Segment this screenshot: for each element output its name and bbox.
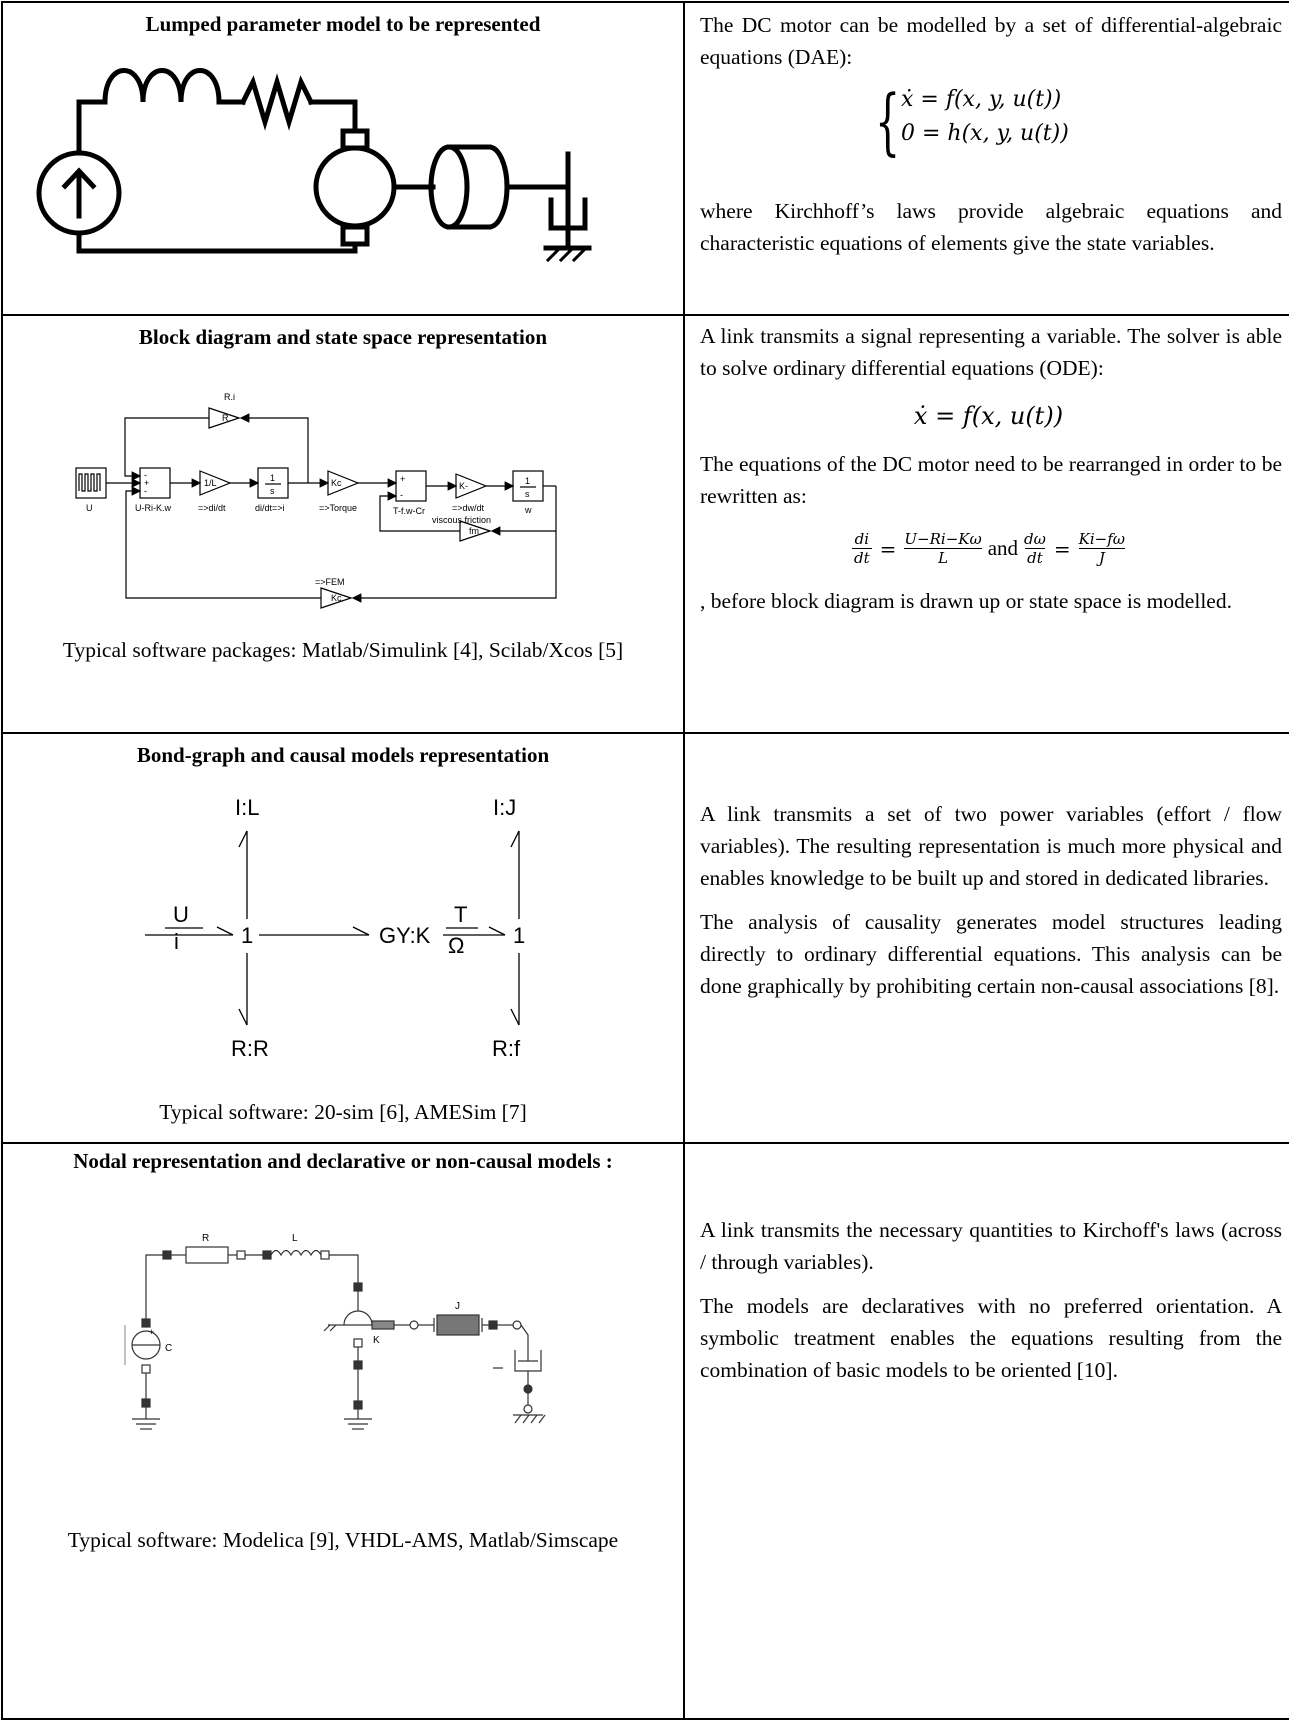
viscous-label: viscous friction bbox=[432, 515, 491, 525]
resistor-icon bbox=[239, 73, 315, 131]
bond-graph-figure: I:L I:J R:R R:f U i 1 GY:K T Ω 1 bbox=[145, 795, 525, 1061]
cell-block-figure: Block diagram and state space representa… bbox=[1, 314, 685, 734]
integ2-num: 1 bbox=[525, 476, 530, 486]
bond-rr: R:R bbox=[231, 1036, 269, 1061]
brace: { bbox=[875, 79, 901, 163]
cell-lumped-text: The DC motor can be modelled by a set of… bbox=[683, 1, 1289, 316]
inductor-l-icon bbox=[270, 1249, 322, 1257]
row-title: Nodal representation and declarative or … bbox=[73, 1149, 613, 1173]
gain-k bbox=[455, 473, 488, 499]
gain-kc bbox=[327, 470, 360, 496]
motor-k-icon bbox=[343, 1310, 373, 1326]
kc-label: Kc bbox=[331, 478, 342, 488]
inertia-j-icon bbox=[436, 1314, 480, 1336]
dae-equation-2: 0 = h(x, y, u(t)) bbox=[901, 121, 1069, 146]
row-title: Block diagram and state space representa… bbox=[138, 325, 548, 349]
dae-system: { ẋ = f(x, y, u(t)) 0 = h(x, y, u(t)) bbox=[875, 81, 1289, 181]
cell-block-text: A link transmits a signal representing a… bbox=[683, 314, 1289, 734]
integ1-num: 1 bbox=[270, 473, 275, 483]
ode-equation: ẋ = f(x, u(t)) bbox=[913, 402, 1064, 430]
rearrange-text: The equations of the DC motor need to be… bbox=[700, 452, 1282, 508]
resistor-r-icon bbox=[185, 1246, 229, 1264]
row-block-diagram: Block diagram and state space representa… bbox=[1, 314, 1289, 734]
gain-1-over-l bbox=[199, 470, 232, 496]
svg-text:+: + bbox=[400, 474, 405, 484]
row-bond-graph: Bond-graph and causal models representat… bbox=[1, 732, 1289, 1144]
intro-text: The DC motor can be modelled by a set of… bbox=[700, 13, 1282, 69]
svg-text:-: - bbox=[144, 470, 147, 480]
nodal-r-label: R bbox=[202, 1233, 209, 1244]
row-nodal: Nodal representation and declarative or … bbox=[1, 1142, 1289, 1720]
block-caption: Typical software packages: Matlab/Simuli… bbox=[62, 638, 624, 662]
integ1-out-label: di/dt=>i bbox=[255, 503, 285, 513]
nodal-plus-label: + bbox=[149, 1327, 154, 1337]
cell-lumped-figure: Lumped parameter model to be represented bbox=[1, 1, 685, 316]
motor-icon bbox=[313, 145, 397, 229]
fm-label: fm bbox=[469, 526, 479, 536]
row-lumped: Lumped parameter model to be represented bbox=[1, 1, 1289, 316]
sum2-label: T-f.w-Cr bbox=[393, 506, 425, 516]
cell-nodal-figure: Nodal representation and declarative or … bbox=[1, 1142, 685, 1720]
nodal-para-2: The models are declaratives with no pref… bbox=[700, 1294, 1282, 1382]
dae-equation-1: ẋ = f(x, y, u(t)) bbox=[901, 87, 1062, 112]
inertia-icon bbox=[428, 144, 470, 230]
nodal-caption: Typical software: Modelica [9], VHDL-AMS… bbox=[67, 1528, 619, 1552]
bond-i: i bbox=[174, 929, 179, 954]
integ1-den: s bbox=[270, 486, 275, 496]
gain-1l-label: 1/L bbox=[204, 478, 217, 488]
sum1-label: U-Ri-K.w bbox=[135, 503, 171, 513]
r-feedback-label: R.i bbox=[224, 392, 235, 402]
ode-intro: A link transmits a signal representing a… bbox=[700, 324, 1282, 380]
bond-omega: Ω bbox=[448, 933, 464, 958]
source-label: U bbox=[86, 503, 93, 513]
svg-text:-: - bbox=[400, 490, 403, 500]
bond-one-2: 1 bbox=[513, 923, 525, 948]
bond-ij: I:J bbox=[493, 795, 516, 820]
row-title: Bond-graph and causal models representat… bbox=[136, 743, 550, 767]
svg-text:-: - bbox=[144, 486, 147, 496]
wire bbox=[76, 99, 108, 155]
r-gain-label: R bbox=[222, 413, 229, 423]
bond-para-2: The analysis of causality generates mode… bbox=[700, 910, 1282, 998]
row-title: Lumped parameter model to be represented bbox=[145, 12, 541, 36]
inductor-icon bbox=[102, 68, 222, 105]
bond-il: I:L bbox=[235, 795, 259, 820]
kirchhoff-text: where Kirchhoff’s laws provide algebraic… bbox=[700, 199, 1282, 255]
bond-para-1: A link transmits a set of two power vari… bbox=[700, 802, 1282, 890]
block-diagram-figure: U U-Ri-K.w - + - 1/L =>di/dt 1 s di/dt=>… bbox=[75, 392, 557, 609]
integ2-out-label: w bbox=[524, 505, 532, 515]
kc-out-label: =>Torque bbox=[319, 503, 357, 513]
nodal-j-label: J bbox=[455, 1301, 460, 1312]
cell-bond-figure: Bond-graph and causal models representat… bbox=[1, 732, 685, 1144]
nodal-c-label: C bbox=[165, 1343, 172, 1354]
bond-u: U bbox=[173, 902, 189, 927]
block-after-text: , before block diagram is drawn up or st… bbox=[700, 589, 1232, 613]
nodal-figure: R L C + K J bbox=[124, 1233, 546, 1430]
dc-motor-circuit-figure bbox=[36, 68, 592, 263]
fem-label: =>FEM bbox=[315, 577, 345, 587]
kc2-label: Kc bbox=[331, 593, 342, 603]
bond-rf: R:f bbox=[492, 1036, 521, 1061]
svg-text:+: + bbox=[144, 478, 149, 488]
nodal-para-1: A link transmits the necessary quantitie… bbox=[700, 1218, 1282, 1274]
bond-gy: GY:K bbox=[379, 923, 431, 948]
cell-nodal-text: A link transmits the necessary quantitie… bbox=[683, 1142, 1289, 1720]
nodal-l-label: L bbox=[292, 1233, 298, 1244]
nodal-k-label: K bbox=[373, 1335, 380, 1346]
kgain-label: K- bbox=[459, 481, 468, 491]
cell-bond-text: A link transmits a set of two power vari… bbox=[683, 732, 1289, 1144]
kgain-out-label: =>dw/dt bbox=[452, 503, 485, 513]
bond-one-1: 1 bbox=[241, 923, 253, 948]
bond-t: T bbox=[454, 902, 467, 927]
gain-1l-out-label: =>di/dt bbox=[198, 503, 226, 513]
integ2-den: s bbox=[525, 489, 530, 499]
bond-caption: Typical software: 20-sim [6], AMESim [7] bbox=[159, 1100, 527, 1124]
